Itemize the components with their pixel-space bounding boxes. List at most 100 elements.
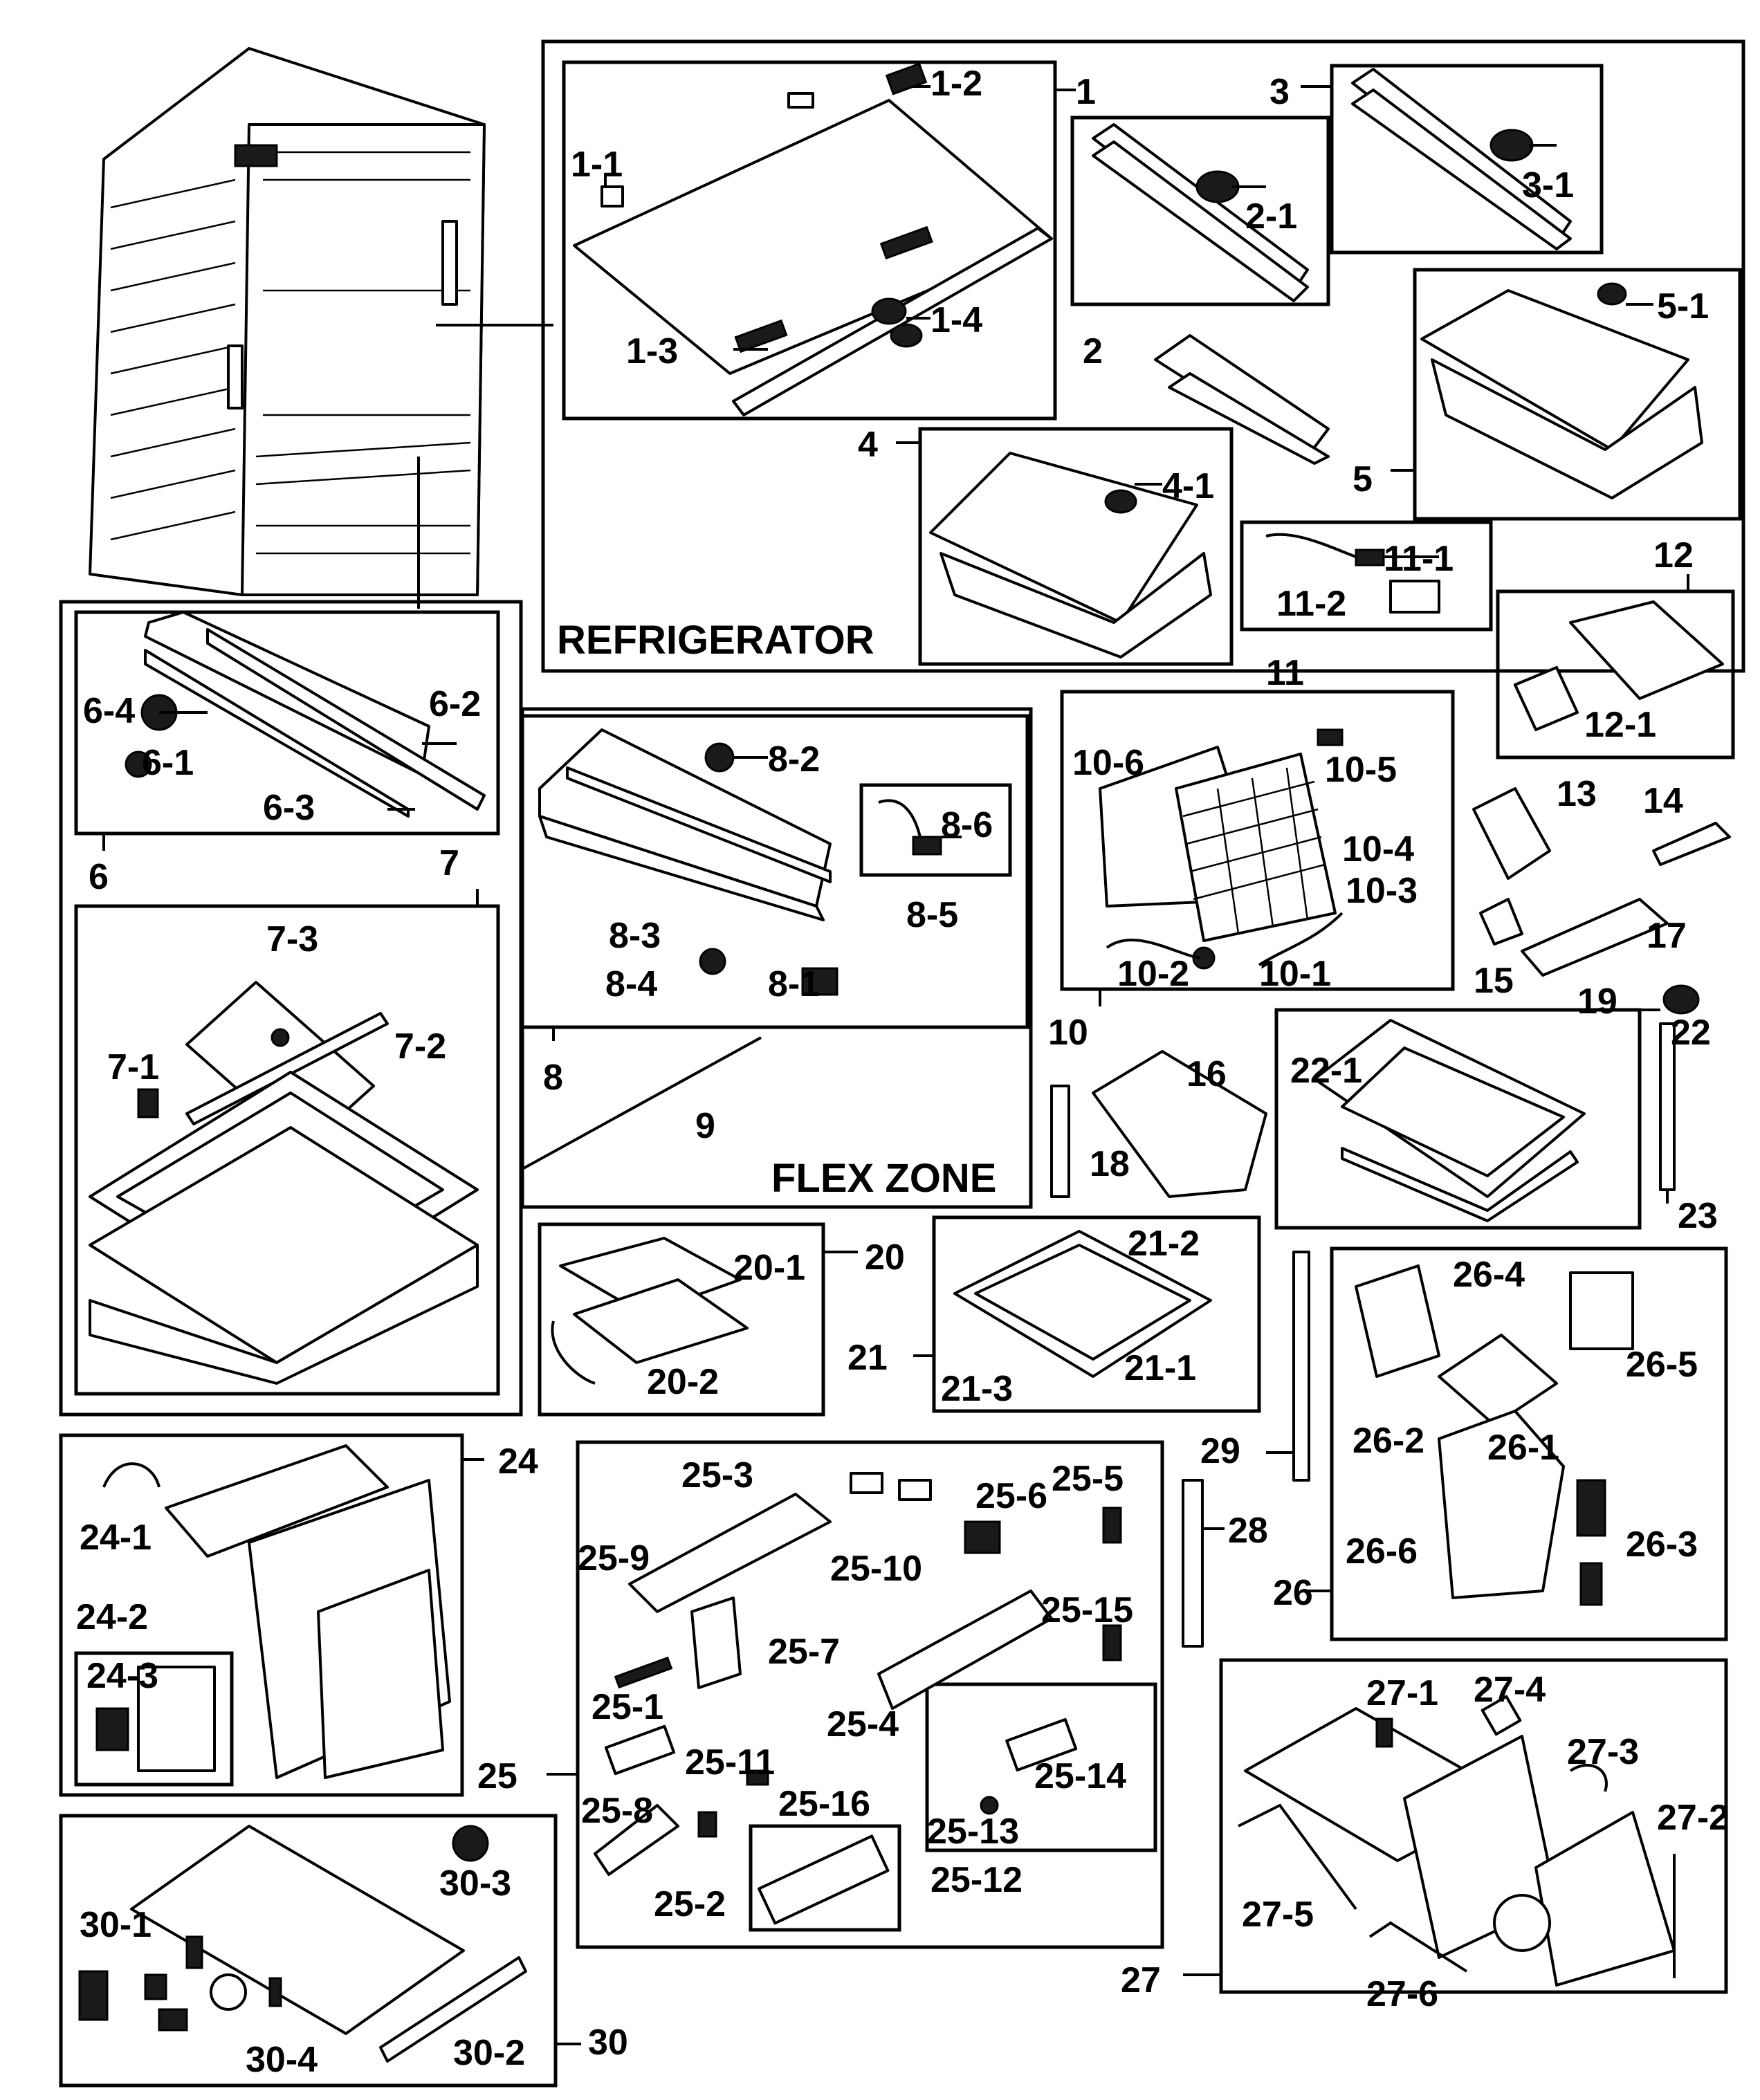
flex-drawer-7 <box>89 981 479 1385</box>
callout-1-3: 1-3 <box>626 331 678 371</box>
callout-20: 20 <box>865 1237 905 1278</box>
ice-bucket-box-27 <box>1219 1658 1728 1994</box>
callout-24-3: 24-3 <box>86 1656 158 1696</box>
callout-7: 7 <box>439 843 459 883</box>
callout-18: 18 <box>1090 1144 1130 1184</box>
callout-26: 26 <box>1273 1573 1313 1613</box>
sensor-box-8-5 <box>859 783 1012 877</box>
rod-9 <box>522 1036 762 1170</box>
callout-25: 25 <box>477 1756 517 1796</box>
callout-21: 21 <box>847 1338 888 1378</box>
ice-tray-box-20 <box>538 1222 825 1417</box>
callout-8-1: 8-1 <box>768 964 820 1004</box>
ice-maker-box-26 <box>1330 1246 1728 1641</box>
callout-12-1: 12-1 <box>1584 705 1656 745</box>
callout-5-1: 5-1 <box>1657 286 1709 326</box>
sensor-8-6 <box>878 799 942 856</box>
shelf-box-1 <box>562 60 1057 421</box>
shelf-box-21 <box>932 1215 1261 1413</box>
callout-17: 17 <box>1647 916 1687 956</box>
sensor-box-11 <box>1240 520 1493 632</box>
callout-26-6: 26-6 <box>1346 1531 1418 1572</box>
flex-rail-assembly-6 <box>125 611 486 818</box>
callout-13: 13 <box>1557 774 1597 814</box>
callout-2-1: 2-1 <box>1245 196 1297 237</box>
callout-26-3: 26-3 <box>1626 1525 1698 1565</box>
callout-7-1: 7-1 <box>107 1047 159 1087</box>
callout-24: 24 <box>498 1442 538 1482</box>
callout-25-2: 25-2 <box>654 1884 726 1924</box>
callout-25-16: 25-16 <box>778 1784 870 1824</box>
glass-shelf-22 <box>1313 1019 1586 1222</box>
parts-13-19 <box>1472 787 1731 1015</box>
callout-15: 15 <box>1474 961 1514 1001</box>
callout-25-1: 25-1 <box>592 1687 663 1727</box>
callout-8-5: 8-5 <box>906 895 958 935</box>
drawer-rail-box-30 <box>59 1814 558 2088</box>
callout-10-4: 10-4 <box>1342 829 1414 869</box>
crisper-drawer-5 <box>1420 282 1703 499</box>
callout-25-12: 25-12 <box>931 1860 1023 1900</box>
refrigerator-section-frame <box>541 39 1745 673</box>
rail-28 <box>1182 1479 1204 1648</box>
callout-26-1: 26-1 <box>1487 1428 1559 1468</box>
callout-22: 22 <box>1671 1013 1711 1053</box>
callout-25-13: 25-13 <box>927 1812 1019 1852</box>
callout-leaders <box>102 85 1689 2045</box>
callout-25-8: 25-8 <box>581 1791 653 1831</box>
tube-29 <box>1292 1251 1310 1482</box>
callout-27-6: 27-6 <box>1366 1974 1438 2014</box>
callout-6: 6 <box>89 857 109 897</box>
callout-1: 1 <box>1076 72 1096 112</box>
callout-30-1: 30-1 <box>80 1905 152 1945</box>
callout-25-5: 25-5 <box>1052 1459 1124 1499</box>
callout-27: 27 <box>1121 1960 1161 2000</box>
callout-9: 9 <box>695 1106 715 1146</box>
callout-27-5: 27-5 <box>1242 1895 1314 1935</box>
callout-10: 10 <box>1048 1013 1088 1053</box>
callout-20-2: 20-2 <box>647 1362 719 1402</box>
callout-12: 12 <box>1653 535 1694 575</box>
drawer-rail-30 <box>78 1825 527 2063</box>
ice-tray-20 <box>551 1237 749 1385</box>
flex-zone-frame <box>520 707 1033 1209</box>
callout-25-10: 25-10 <box>830 1549 922 1589</box>
ice-bucket-27 <box>1238 1695 1676 1987</box>
callout-1-1: 1-1 <box>571 145 623 185</box>
door-assembly-24 <box>95 1444 451 1779</box>
callout-22-1: 22-1 <box>1290 1051 1362 1091</box>
callout-10-5: 10-5 <box>1325 750 1397 790</box>
callout-8-3: 8-3 <box>609 916 661 956</box>
callout-21-3: 21-3 <box>941 1369 1013 1409</box>
shelf-box-3 <box>1330 64 1604 255</box>
callout-30-3: 30-3 <box>439 1863 511 1904</box>
ice-maker-16 <box>1050 1050 1267 1198</box>
callout-27-4: 27-4 <box>1474 1670 1546 1710</box>
callout-25-7: 25-7 <box>768 1632 840 1672</box>
callout-25-6: 25-6 <box>975 1476 1047 1516</box>
callout-29: 29 <box>1200 1431 1240 1471</box>
callout-7-2: 7-2 <box>394 1026 446 1067</box>
callout-26-2: 26-2 <box>1353 1421 1424 1461</box>
crisper-drawer-4 <box>929 452 1212 658</box>
callout-26-4: 26-4 <box>1453 1255 1525 1295</box>
callout-2: 2 <box>1083 331 1103 371</box>
callout-16: 16 <box>1186 1054 1227 1094</box>
callout-23: 23 <box>1678 1196 1718 1236</box>
callout-26-5: 26-5 <box>1626 1345 1698 1385</box>
callout-6-3: 6-3 <box>263 788 315 828</box>
callout-6-1: 6-1 <box>142 743 194 783</box>
callout-25-15: 25-15 <box>1041 1590 1133 1630</box>
callout-19: 19 <box>1577 982 1617 1022</box>
callout-7-3: 7-3 <box>266 919 318 959</box>
callout-1-2: 1-2 <box>931 64 982 104</box>
flex-rail-box-6 <box>74 610 500 836</box>
crisper-box-5 <box>1413 268 1742 521</box>
callout-30: 30 <box>588 2023 628 2063</box>
callout-27-3: 27-3 <box>1567 1732 1639 1772</box>
callout-25-11: 25-11 <box>685 1742 775 1783</box>
flex-drawer-box-7 <box>74 904 500 1396</box>
callout-27-1: 27-1 <box>1366 1673 1438 1713</box>
callout-11: 11 <box>1266 653 1304 693</box>
door-box-24 <box>59 1433 464 1797</box>
